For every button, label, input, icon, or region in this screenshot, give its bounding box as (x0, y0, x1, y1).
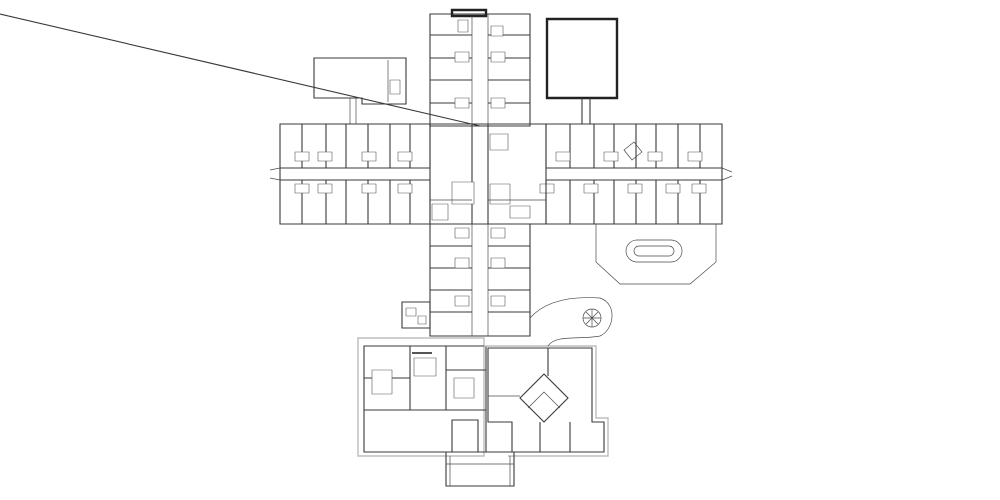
southeast-patio (530, 298, 612, 346)
northwest-annex (314, 58, 406, 124)
northeast-annex (547, 19, 617, 124)
east-courtyard (596, 224, 716, 284)
entrance-canopy (446, 452, 514, 486)
north-wing (0, 10, 530, 126)
west-utility-annex (402, 302, 430, 328)
commons-block (358, 338, 486, 456)
central-core (430, 124, 546, 224)
south-wing (430, 224, 530, 336)
east-west-wing (270, 124, 732, 224)
southeast-block (484, 346, 608, 456)
